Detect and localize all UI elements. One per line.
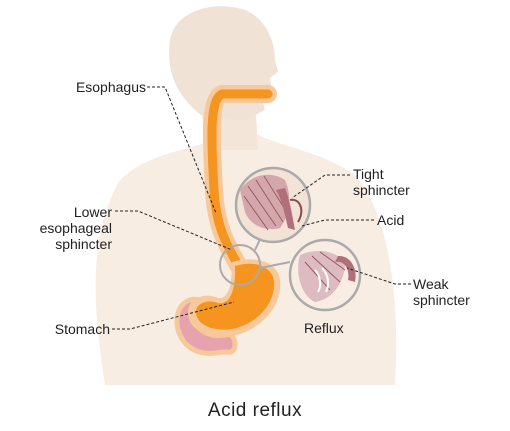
label-weak-sphincter: Weak sphincter bbox=[413, 276, 470, 308]
diagram-caption: Acid reflux bbox=[0, 400, 510, 422]
label-tight-sphincter-line2: sphincter bbox=[353, 182, 410, 198]
label-lower-esophageal-sphincter: Lower esophageal sphincter bbox=[6, 204, 112, 252]
label-lower-line3: sphincter bbox=[6, 236, 112, 252]
label-lower-line2: esophageal bbox=[6, 220, 112, 236]
label-esophagus: Esophagus bbox=[40, 79, 146, 95]
label-lower-line1: Lower bbox=[6, 204, 112, 220]
label-acid: Acid bbox=[377, 212, 404, 228]
label-tight-sphincter: Tight sphincter bbox=[353, 166, 410, 198]
weak-sphincter-magnified-view bbox=[290, 240, 360, 310]
label-weak-sphincter-line1: Weak bbox=[413, 276, 470, 292]
label-reflux: Reflux bbox=[304, 320, 344, 336]
tight-sphincter-magnified-view bbox=[236, 168, 310, 242]
label-weak-sphincter-line2: sphincter bbox=[413, 292, 470, 308]
label-stomach: Stomach bbox=[10, 321, 110, 337]
label-tight-sphincter-line1: Tight bbox=[353, 166, 410, 182]
